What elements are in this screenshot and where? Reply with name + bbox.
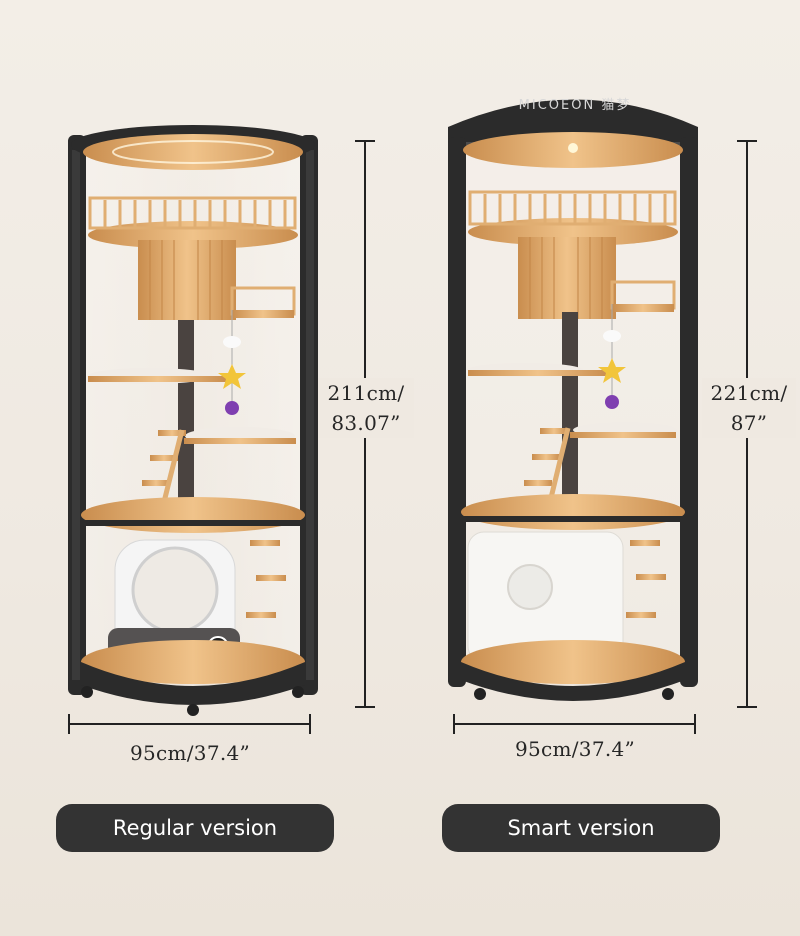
regular-height-label-line1: 211cm/	[327, 381, 405, 405]
smart-height-label: 221cm/ 87”	[702, 378, 796, 438]
smart-cat-cabinet-image	[448, 99, 698, 701]
smart-width-right-cap	[694, 714, 696, 734]
regular-version-label: Regular version	[56, 804, 334, 852]
regular-height-label: 211cm/ 83.07”	[318, 378, 414, 438]
regular-width-line	[68, 723, 311, 725]
regular-cat-cabinet-image	[68, 125, 318, 716]
smart-version-label: Smart version	[442, 804, 720, 852]
smart-width-label: 95cm/37.4”	[514, 737, 636, 761]
smart-height-bottom-cap	[737, 706, 757, 708]
regular-height-bottom-cap	[355, 706, 375, 708]
regular-width-label: 95cm/37.4”	[129, 741, 251, 765]
regular-width-right-cap	[309, 714, 311, 734]
smart-height-label-line1: 221cm/	[710, 381, 788, 405]
smart-width-line	[453, 723, 696, 725]
regular-height-label-line2: 83.07”	[331, 411, 401, 435]
brand-logo: MICOEON 猫梦	[518, 98, 632, 113]
smart-height-label-line2: 87”	[730, 411, 768, 435]
